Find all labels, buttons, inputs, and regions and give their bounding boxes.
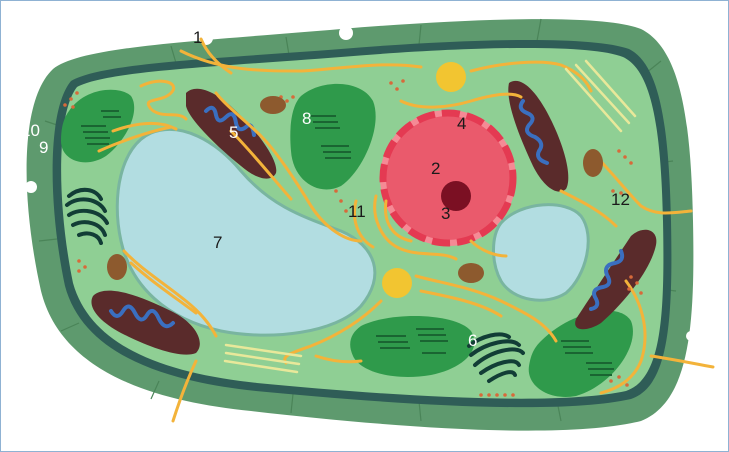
label-9: 9: [39, 138, 48, 157]
small-vacuole: [494, 205, 589, 301]
label-8: 8: [302, 109, 311, 128]
nucleus: [380, 110, 516, 246]
label-6: 6: [468, 331, 477, 350]
label-10: 10: [21, 121, 40, 140]
label-5: 5: [229, 123, 238, 142]
label-7: 7: [213, 233, 222, 252]
label-4: 4: [457, 114, 466, 133]
label-2: 2: [431, 159, 440, 178]
label-3: 3: [441, 204, 450, 223]
label-1: 1: [193, 28, 202, 47]
vesicle: [436, 62, 466, 92]
vesicle: [382, 268, 412, 298]
label-11: 11: [348, 202, 366, 221]
label-12: 12: [611, 190, 630, 209]
